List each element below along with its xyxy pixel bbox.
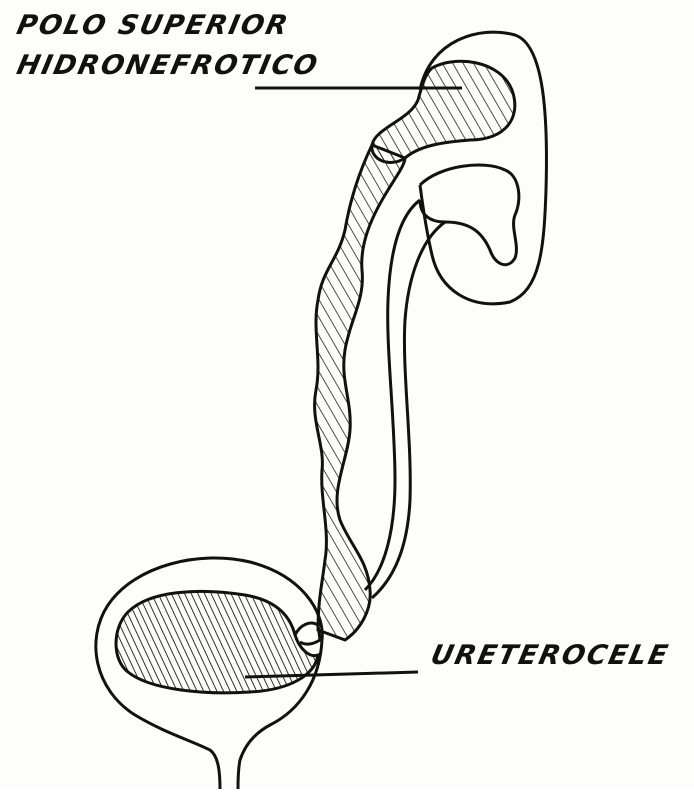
ureterocele-mass bbox=[116, 591, 318, 692]
ureterocele-label: URETEROCELE bbox=[428, 640, 672, 671]
upper-pole-label-line1: POLO SUPERIOR bbox=[14, 10, 292, 41]
normal-ureter-right-wall bbox=[372, 222, 445, 598]
lower-pole-pelvis bbox=[420, 165, 519, 265]
upper-pole-label-line2: HIDRONEFROTICO bbox=[14, 50, 322, 81]
normal-ureter-left-wall bbox=[365, 200, 420, 590]
hydronephrotic-upper-pole bbox=[372, 61, 515, 162]
